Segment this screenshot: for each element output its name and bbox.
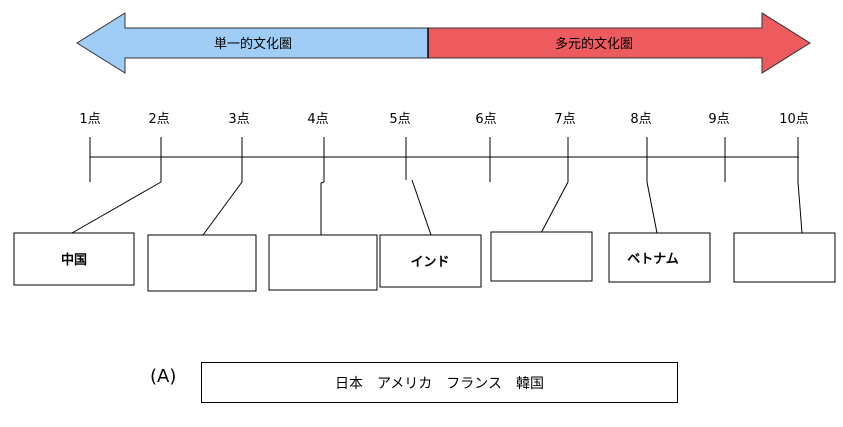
tick-label-9: 9点 <box>708 112 729 127</box>
answer-box: 日本 アメリカ フランス 韓国 <box>201 362 678 403</box>
box-1 <box>13 232 135 286</box>
connector-7 <box>797 181 803 234</box>
box-2 <box>147 234 257 292</box>
box-1-text: 中国 <box>61 252 87 268</box>
connector-lines <box>71 179 803 236</box>
connector-4 <box>411 179 432 236</box>
left-arrow-half <box>76 12 429 74</box>
box-7 <box>733 232 836 283</box>
right-arrow-half <box>427 12 811 74</box>
box-4-text: インド <box>410 255 449 270</box>
connector-6 <box>646 181 658 234</box>
answer-label: (A) <box>150 366 177 387</box>
box-6-text: ベトナム <box>627 252 679 267</box>
left-arrow-label: 単一的文化圏 <box>214 36 292 52</box>
connector-3 <box>320 181 325 235</box>
tick-label-6: 6点 <box>475 112 496 127</box>
box-6 <box>608 232 711 283</box>
box-4 <box>379 234 482 288</box>
connector-5 <box>539 181 569 236</box>
right-arrow-label: 多元的文化圏 <box>555 36 633 52</box>
connector-2 <box>202 181 243 236</box>
tick-label-4: 4点 <box>307 112 328 127</box>
connector-1 <box>71 181 162 234</box>
tick-label-1: 1点 <box>79 112 100 127</box>
tick-label-7: 7点 <box>554 112 575 127</box>
tick-label-8: 8点 <box>630 112 651 127</box>
box-3 <box>268 234 378 291</box>
tick-label-2: 2点 <box>148 112 169 127</box>
box-5 <box>490 231 593 282</box>
tick-label-5: 5点 <box>389 112 410 127</box>
tick-label-3: 3点 <box>228 112 249 127</box>
scale-ticks <box>89 137 799 182</box>
tick-label-10: 10点 <box>779 112 809 127</box>
answer-boxes <box>13 231 836 292</box>
